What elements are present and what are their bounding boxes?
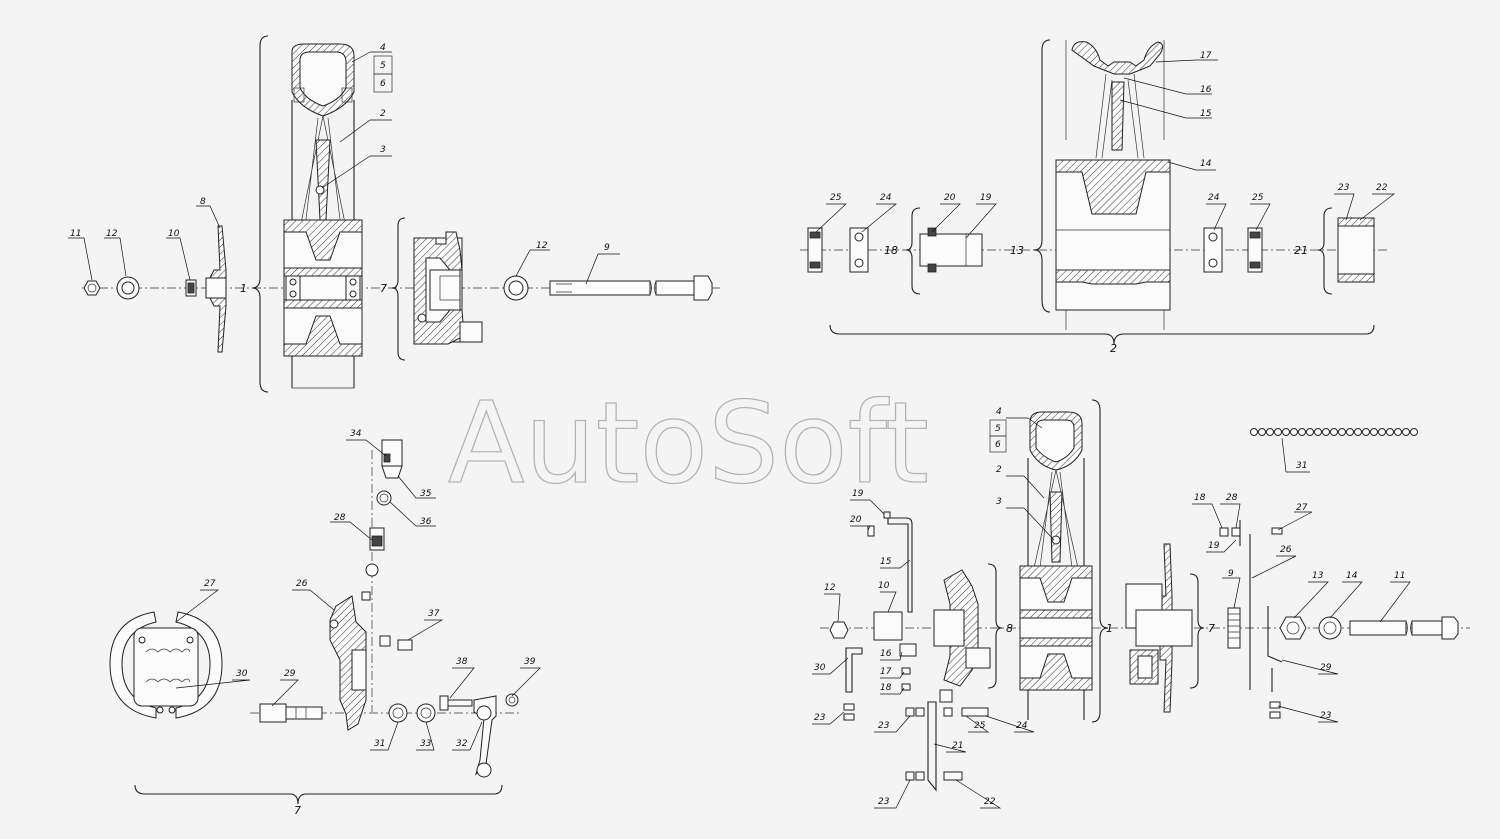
callout-bl-31: 31 xyxy=(374,739,385,749)
callout-br-19a: 19 xyxy=(852,489,864,499)
callout-br-17: 17 xyxy=(880,667,892,677)
callout-bl-38: 38 xyxy=(456,657,468,667)
top-right-hub-parts xyxy=(800,39,1390,345)
callout-tl-6: 6 xyxy=(380,79,386,89)
bottom-right-wheel-assembly xyxy=(820,399,1470,792)
callout-bl-39: 39 xyxy=(524,657,536,667)
callout-tr-21: 21 xyxy=(1294,244,1308,257)
callout-tl-1: 1 xyxy=(240,282,247,295)
callout-tl-3: 3 xyxy=(380,145,386,155)
callout-tr-13: 13 xyxy=(1010,244,1024,257)
callout-br-20: 20 xyxy=(850,515,862,525)
callout-tr-2: 2 xyxy=(1110,342,1117,355)
callout-br-23c: 23 xyxy=(878,797,890,807)
callout-tl-8: 8 xyxy=(200,197,206,207)
callout-br-28: 28 xyxy=(1226,493,1238,503)
callout-tr-23: 23 xyxy=(1338,183,1350,193)
callout-bl-30: 30 xyxy=(236,669,248,679)
callout-tl-9: 9 xyxy=(604,243,610,253)
callout-br-11: 11 xyxy=(1394,571,1405,581)
callout-tr-20: 20 xyxy=(944,193,956,203)
callout-br-12: 12 xyxy=(824,583,836,593)
callout-tr-16: 16 xyxy=(1200,85,1212,95)
callout-br-30: 30 xyxy=(814,663,826,673)
callout-br-8: 8 xyxy=(1006,622,1013,635)
chain-31 xyxy=(1250,428,1418,436)
watermark-text: AutoSoft xyxy=(448,379,929,509)
callout-tl-5: 5 xyxy=(380,61,386,71)
callout-tr-24a: 24 xyxy=(880,193,892,203)
callout-bl-34: 34 xyxy=(350,429,362,439)
callout-br-27: 27 xyxy=(1296,503,1308,513)
callout-bl-33: 33 xyxy=(420,739,432,749)
callout-tr-15: 15 xyxy=(1200,109,1212,119)
callout-bl-37: 37 xyxy=(428,609,440,619)
callout-bl-36: 36 xyxy=(420,517,432,527)
callout-br-15: 15 xyxy=(880,557,892,567)
callout-bl-26: 26 xyxy=(296,579,308,589)
callout-tl-12b: 12 xyxy=(536,241,548,251)
bottom-left-brake-parts xyxy=(109,439,520,805)
callout-br-2: 2 xyxy=(996,465,1002,475)
callout-br-6: 6 xyxy=(995,440,1001,450)
callout-br-5: 5 xyxy=(995,424,1001,434)
callout-br-26: 26 xyxy=(1280,545,1292,555)
callout-bl-28: 28 xyxy=(334,513,346,523)
callout-tr-18: 18 xyxy=(884,244,898,257)
callout-tr-14: 14 xyxy=(1200,159,1212,169)
callout-br-18a: 18 xyxy=(880,683,892,693)
callout-br-9: 9 xyxy=(1228,569,1234,579)
callout-br-18b: 18 xyxy=(1194,493,1206,503)
callout-bl-27: 27 xyxy=(204,579,216,589)
callout-br-1: 1 xyxy=(1106,622,1113,635)
callout-tl-10: 10 xyxy=(168,229,180,239)
callout-br-14: 14 xyxy=(1346,571,1358,581)
callout-tl-7: 7 xyxy=(380,282,387,295)
callout-tr-25b: 25 xyxy=(1252,193,1264,203)
callout-br-23d: 23 xyxy=(1320,711,1332,721)
callout-tl-11: 11 xyxy=(70,229,81,239)
callout-br-31: 31 xyxy=(1296,461,1307,471)
callout-bl-7: 7 xyxy=(294,804,301,817)
callout-br-10: 10 xyxy=(878,581,890,591)
callout-br-29: 29 xyxy=(1320,663,1332,673)
callout-br-4: 4 xyxy=(996,407,1002,417)
callout-tr-19: 19 xyxy=(980,193,992,203)
callout-bl-35: 35 xyxy=(420,489,432,499)
callout-tr-17: 17 xyxy=(1200,51,1212,61)
callout-tr-24b: 24 xyxy=(1208,193,1220,203)
callout-br-21: 21 xyxy=(952,741,963,751)
top-left-wheel-assembly xyxy=(82,35,720,393)
callout-tr-25a: 25 xyxy=(830,193,842,203)
callout-br-16: 16 xyxy=(880,649,892,659)
callout-br-19b: 19 xyxy=(1208,541,1220,551)
callout-labels: 4 5 6 2 3 8 11 12 10 12 9 1 7 17 16 15 1… xyxy=(70,43,1405,817)
callout-tr-22: 22 xyxy=(1376,183,1388,193)
callout-br-23a: 23 xyxy=(814,713,826,723)
callout-tl-2: 2 xyxy=(380,109,386,119)
leader-lines xyxy=(68,51,1411,809)
callout-bl-32: 32 xyxy=(456,739,468,749)
callout-br-7: 7 xyxy=(1208,622,1215,635)
callout-br-23b: 23 xyxy=(878,721,890,731)
callout-br-13: 13 xyxy=(1312,571,1324,581)
callout-br-22: 22 xyxy=(984,797,996,807)
callout-br-25: 25 xyxy=(974,721,986,731)
callout-tl-12a: 12 xyxy=(106,229,118,239)
callout-br-3: 3 xyxy=(996,497,1002,507)
callout-bl-29: 29 xyxy=(284,669,296,679)
callout-br-24: 24 xyxy=(1016,721,1028,731)
callout-tl-4: 4 xyxy=(380,43,386,53)
